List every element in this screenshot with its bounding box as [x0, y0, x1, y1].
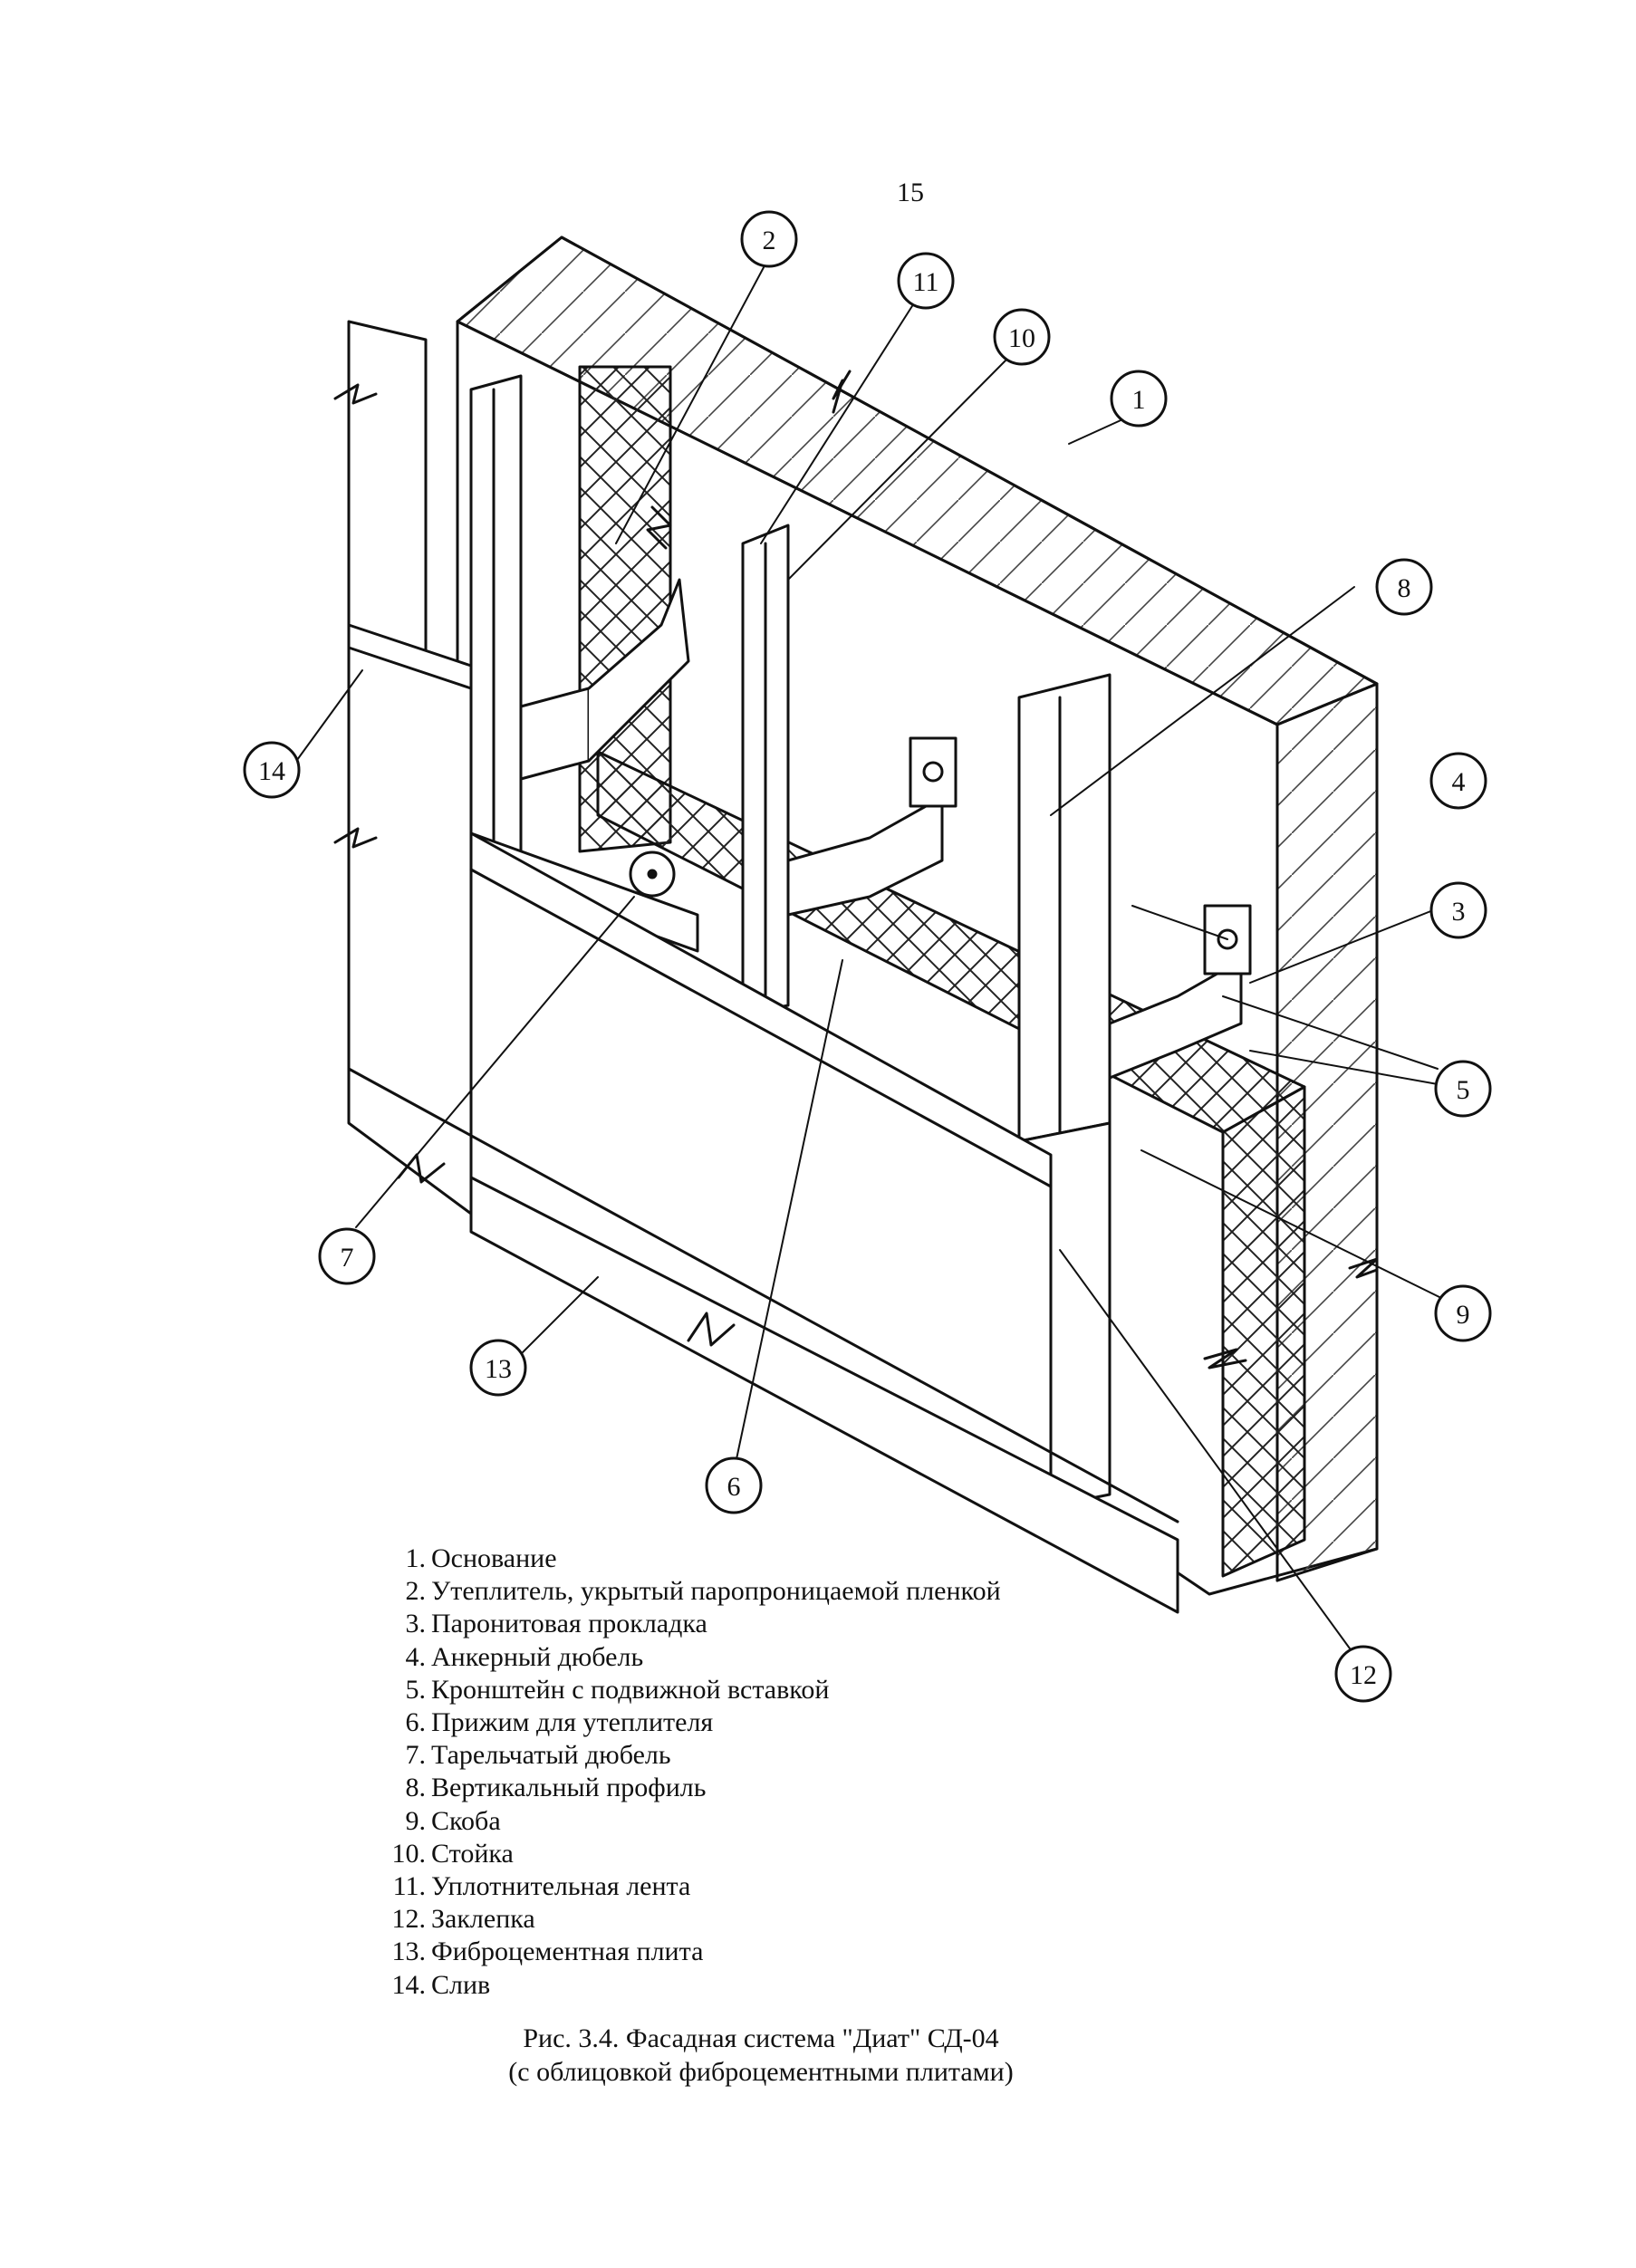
caption-line-2: (с облицовкой фиброцементными плитами) — [508, 2057, 1014, 2087]
page-number: 15 — [897, 178, 924, 207]
svg-text:14: 14 — [258, 756, 285, 786]
svg-text:9: 9 — [1457, 1300, 1470, 1330]
callout-6: 6 — [705, 1456, 763, 1514]
disc-dowel — [629, 850, 676, 898]
callout-1: 1 — [1110, 370, 1168, 428]
legend-item: 10.Стойка — [391, 1838, 514, 1869]
legend-list: 1.Основание 2.Утеплитель, укрытый паропр… — [391, 1542, 1001, 2002]
svg-text:4: 4 — [1452, 767, 1466, 797]
callout-5: 5 — [1434, 1060, 1492, 1118]
svg-text:2: 2 — [763, 226, 776, 255]
callout-14: 14 — [243, 741, 301, 799]
svg-text:3: 3 — [1452, 897, 1466, 927]
callout-4: 4 — [1429, 752, 1487, 810]
svg-text:13: 13 — [485, 1354, 512, 1384]
legend-item: 1.Основание — [405, 1543, 557, 1573]
callout-7: 7 — [318, 1227, 376, 1285]
legend-item: 4.Анкерный дюбель — [405, 1641, 644, 1672]
legend-item: 7.Тарельчатый дюбель — [405, 1740, 671, 1771]
svg-text:11: 11 — [913, 267, 939, 297]
figure-caption: Рис. 3.4. Фасадная система "Диат" СД-04 … — [471, 2022, 1051, 2089]
callout-2: 2 — [740, 210, 798, 268]
svg-text:1: 1 — [1132, 385, 1146, 415]
svg-text:7: 7 — [341, 1243, 354, 1273]
leader-lines — [289, 256, 1464, 1649]
legend-item: 12.Заклепка — [391, 1904, 535, 1935]
legend-item: 5.Кронштейн с подвижной вставкой — [405, 1674, 830, 1705]
callout-12: 12 — [1334, 1645, 1392, 1703]
legend-item: 2.Утеплитель, укрытый паропроницаемой пл… — [405, 1576, 1001, 1607]
legend-item: 6.Прижим для утеплителя — [405, 1707, 714, 1738]
callout-9: 9 — [1434, 1284, 1492, 1342]
svg-text:6: 6 — [727, 1472, 741, 1502]
legend-item: 14.Слив — [391, 1969, 491, 2000]
legend-item: 3.Паронитовая прокладка — [405, 1609, 707, 1639]
legend-item: 11.Уплотнительная лента — [392, 1871, 691, 1902]
caption-line-1: Рис. 3.4. Фасадная система "Диат" СД-04 — [523, 2023, 999, 2053]
callout-13: 13 — [469, 1339, 527, 1397]
brackets — [519, 578, 1252, 1080]
drip-flashing — [347, 623, 473, 690]
svg-text:8: 8 — [1398, 573, 1411, 603]
legend-item: 9.Скоба — [405, 1805, 501, 1836]
legend-item: 13.Фиброцементная плита — [391, 1936, 704, 1967]
fibre-cement-panels — [333, 320, 1179, 1614]
svg-text:5: 5 — [1457, 1075, 1470, 1105]
callout-3: 3 — [1429, 881, 1487, 939]
svg-text:10: 10 — [1008, 323, 1035, 353]
callout-11: 11 — [897, 252, 955, 310]
callout-8: 8 — [1375, 558, 1433, 616]
svg-text:12: 12 — [1350, 1660, 1377, 1690]
legend-item: 8.Вертикальный профиль — [405, 1773, 707, 1803]
callout-10: 10 — [993, 308, 1051, 366]
